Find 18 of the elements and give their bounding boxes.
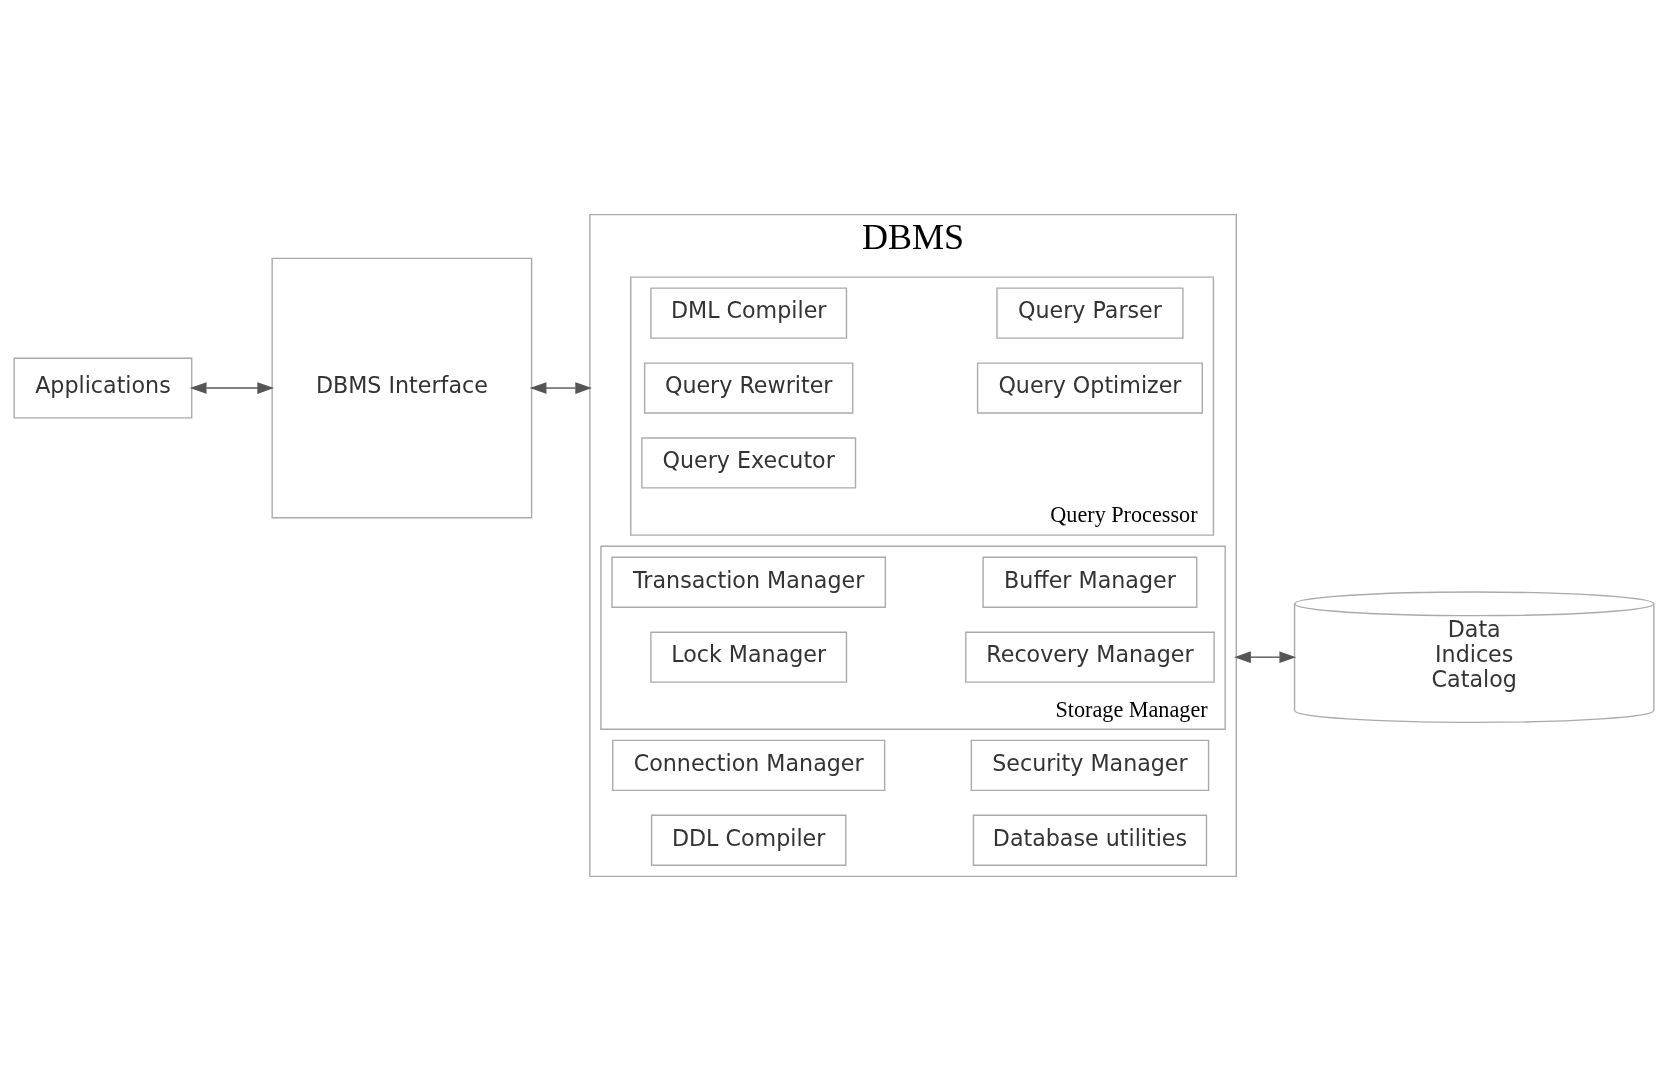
node-box: Recovery Manager xyxy=(965,631,1215,683)
node-box: Connection Manager xyxy=(612,739,886,791)
node-box: Query Executor xyxy=(641,436,857,489)
node-box: Security Manager xyxy=(970,739,1210,791)
node-box: Query Optimizer xyxy=(976,361,1203,414)
arrow xyxy=(189,381,274,394)
arrow xyxy=(1234,650,1297,663)
node-box: Query Parser xyxy=(996,286,1184,339)
node-box: Lock Manager xyxy=(650,631,848,683)
node-box: Transaction Manager xyxy=(611,556,887,608)
node-box: Database utilities xyxy=(972,814,1208,866)
node-box: DBMS Interface xyxy=(271,257,533,518)
node-box: Buffer Manager xyxy=(982,556,1198,608)
node-box: Query Rewriter xyxy=(643,361,854,414)
node-box: DML Compiler xyxy=(650,286,848,339)
arrow xyxy=(529,381,592,394)
node-box: Applications xyxy=(13,357,193,419)
node-box: DDL Compiler xyxy=(650,814,847,866)
